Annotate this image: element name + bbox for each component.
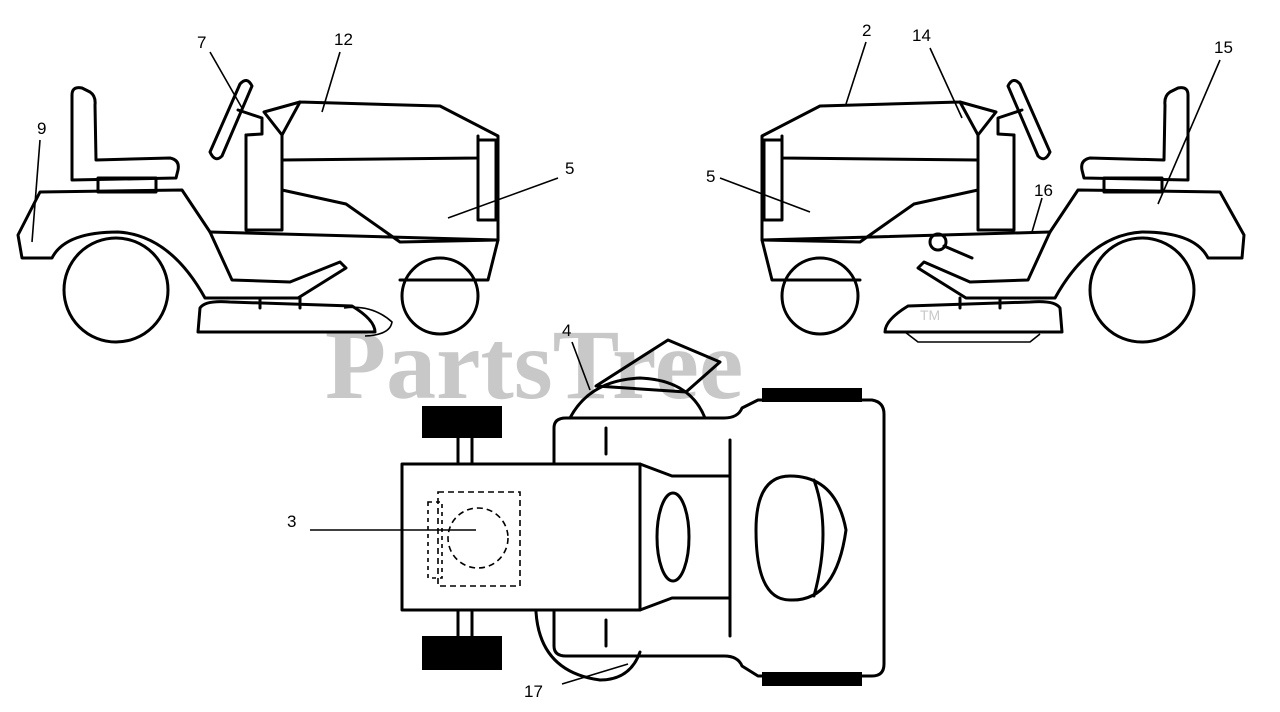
- mower-deck: [196, 300, 377, 334]
- discharge-chute: [904, 331, 1041, 343]
- callout-2: 2: [862, 21, 871, 40]
- callout-4: 4: [562, 321, 571, 340]
- seat-top: [754, 474, 848, 602]
- callout-leaders: [31, 41, 1221, 685]
- engine-outline: [437, 491, 521, 587]
- deck-hanger: [958, 296, 1002, 310]
- dash: [244, 100, 302, 232]
- mower-deck: [883, 300, 1064, 334]
- seat: [1080, 86, 1190, 182]
- steering-wheel: [1006, 79, 1052, 161]
- callout-16: 16: [1034, 181, 1053, 200]
- front-axle: [456, 436, 474, 638]
- lift-lever-knob: [928, 232, 948, 252]
- tractor-left-side-view: [16, 79, 500, 344]
- discharge-chute-top: [594, 338, 722, 394]
- front-wheel: [780, 256, 860, 336]
- callout-17: 17: [524, 682, 543, 701]
- rear-right-wheel: [762, 672, 862, 686]
- deck-hanger: [258, 296, 302, 310]
- engine-flywheel: [447, 507, 509, 569]
- rear-wheel: [62, 236, 170, 344]
- callout-15: 15: [1214, 38, 1233, 57]
- rear-wheel: [1088, 236, 1196, 344]
- engine-side: [427, 501, 443, 579]
- seat-back: [812, 478, 825, 598]
- frame: [760, 230, 1052, 282]
- callout-5-right: 5: [706, 167, 715, 186]
- callout-labels: 7 12 9 5 2 14 15 5 16 4 3 17: [37, 21, 1233, 701]
- steering-column: [996, 108, 1024, 137]
- watermark: PartsTree: [325, 309, 743, 420]
- front-left-wheel: [422, 406, 502, 438]
- callout-12: 12: [334, 30, 353, 49]
- dash-top: [638, 462, 732, 612]
- mower-deck-top: [568, 376, 707, 420]
- front-right-wheel: [422, 636, 502, 670]
- steering-wheel-top: [655, 491, 691, 583]
- mower-deck-bottom: [534, 610, 642, 682]
- headlight: [762, 138, 784, 222]
- front-wheel: [400, 256, 480, 336]
- lift-lever: [942, 244, 974, 260]
- tractor-top-view: [400, 338, 886, 686]
- rear-fender: [16, 188, 348, 300]
- hood-top: [400, 462, 642, 612]
- callout-5-left: 5: [565, 159, 574, 178]
- hood: [760, 100, 998, 244]
- body-top: [552, 398, 886, 678]
- callout-9: 9: [37, 119, 46, 138]
- seat: [70, 86, 180, 182]
- rear-fender: [916, 188, 1246, 300]
- callout-14: 14: [912, 26, 931, 45]
- callout-7: 7: [197, 33, 206, 52]
- watermark-trademark: TM: [920, 307, 940, 323]
- dash: [958, 100, 1016, 232]
- steering-column: [236, 108, 264, 137]
- rear-left-wheel: [762, 388, 862, 402]
- callout-3: 3: [287, 512, 296, 531]
- discharge-chute: [343, 306, 393, 337]
- hood: [262, 100, 500, 244]
- headlight: [476, 138, 498, 222]
- tractor-right-side-view: [760, 79, 1246, 344]
- steering-wheel: [208, 79, 254, 161]
- frame: [208, 230, 500, 282]
